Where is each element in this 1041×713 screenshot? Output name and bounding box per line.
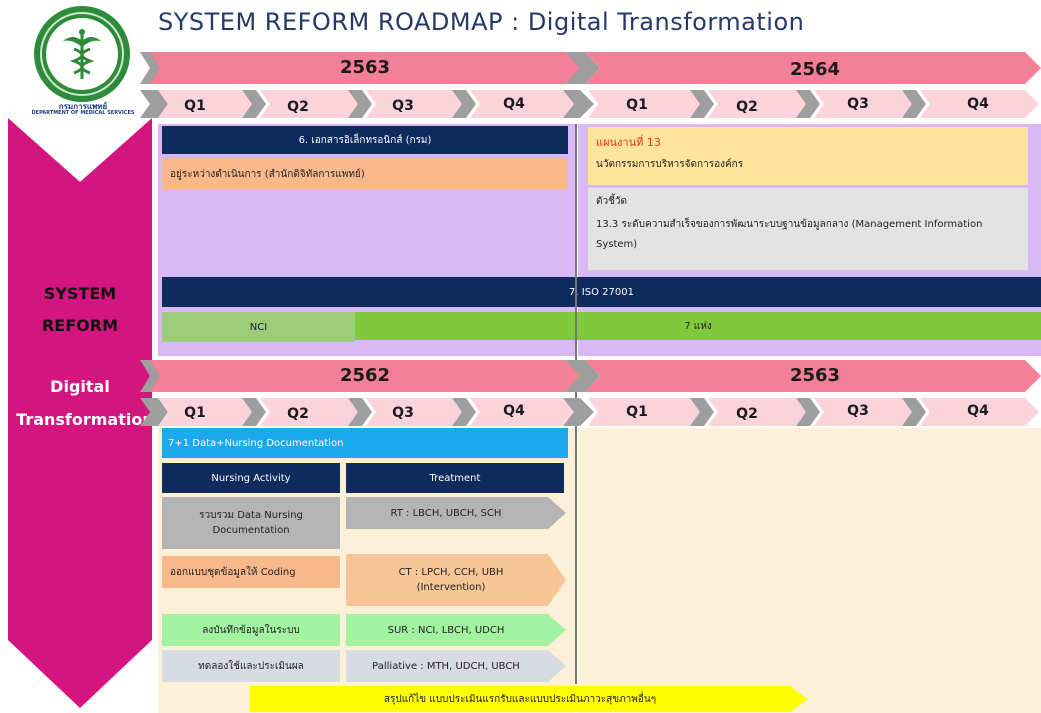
plan-title: แผนงานที่ 13 <box>596 136 661 149</box>
bottom-q2-b: Q2 <box>736 406 758 422</box>
page-title: SYSTEM REFORM ROADMAP : Digital Transfor… <box>158 8 805 36</box>
side-label-reform: REFORM <box>41 316 119 335</box>
nursing-item-trial: ทดลองใช้และประเมินผล <box>162 650 340 682</box>
plan-name: นวัตกรรมการบริหารจัดการองค์กร <box>596 159 744 170</box>
nursing-item-design: ออกแบบชุดข้อมูลให้ Coding <box>162 556 340 588</box>
top-q1-a: Q1 <box>184 98 206 114</box>
summary-arrow: สรุปแก้ไข แบบประเมินแรกรับและแบบประเมินภ… <box>383 693 657 705</box>
caduceus-icon <box>46 18 118 90</box>
data-nursing-bar: 7+1 Data+Nursing Documentation <box>162 428 568 458</box>
treatment-header: Treatment <box>346 463 564 493</box>
top-q3-b: Q3 <box>847 96 869 112</box>
bottom-q1-a: Q1 <box>184 405 206 421</box>
indicator-text: 13.3 ระดับความสำเร็จของการพัฒนาระบบฐานข้… <box>596 219 983 250</box>
org-name-english: DEPARTMENT OF MEDICAL SERVICES <box>31 110 135 116</box>
nursing-item-collect: รวบรวม Data Nursing Documentation <box>162 497 340 549</box>
side-label-transformation: Transformation. <box>16 410 160 429</box>
nursing-activity-header: Nursing Activity <box>162 463 340 493</box>
top-q1-b: Q1 <box>626 97 648 113</box>
top-q3-a: Q3 <box>392 98 414 114</box>
treatment-item-sur: SUR : NCI, LBCH, UDCH <box>387 624 505 636</box>
treatment-item-palliative: Palliative : MTH, UDCH, UBCH <box>372 660 520 672</box>
seven-sites-bar: 7 แห่ง <box>355 312 1041 340</box>
bottom-q3-a: Q3 <box>392 405 414 421</box>
bottom-year-2562: 2562 <box>339 365 391 386</box>
top-year-2563: 2563 <box>339 57 391 78</box>
top-q2-b: Q2 <box>736 99 758 115</box>
nursing-item-record: ลงบันทึกข้อมูลในระบบ <box>162 614 340 646</box>
treatment-item-ct: CT : LPCH, CCH, UBH (Intervention) <box>398 567 504 593</box>
org-name-thai: กรมการแพทย์ <box>58 102 108 111</box>
top-q4-b: Q4 <box>967 96 989 112</box>
bottom-q2-a: Q2 <box>287 406 309 422</box>
indicator-box: ตัวชี้วัด 13.3 ระดับความสำเร็จของการพัฒน… <box>588 188 1028 270</box>
side-label-digital: Digital <box>50 377 110 396</box>
in-progress-box: อยู่ระหว่างดำเนินการ (สำนักดิจิทัลการแพท… <box>162 158 568 190</box>
top-q4-a: Q4 <box>503 96 525 112</box>
side-label-system: SYSTEM <box>43 284 117 303</box>
bottom-year-2563: 2563 <box>789 365 841 386</box>
bottom-q3-b: Q3 <box>847 403 869 419</box>
bottom-right-panel <box>578 428 1041 713</box>
top-year-2564: 2564 <box>789 59 841 80</box>
bottom-q4-b: Q4 <box>967 403 989 419</box>
edoc-bar: 6. เอกสารอิเล็กทรอนิกส์ (กรม) <box>162 126 568 154</box>
top-q2-a: Q2 <box>287 99 309 115</box>
logo-ring <box>40 12 124 96</box>
treatment-item-rt: RT : LBCH, UBCH, SCH <box>390 507 502 519</box>
bottom-q4-a: Q4 <box>503 403 525 419</box>
iso-bar: 7. ISO 27001 <box>162 277 1041 307</box>
indicator-label: ตัวชี้วัด <box>596 196 628 207</box>
bottom-q1-b: Q1 <box>626 404 648 420</box>
nci-bar: NCI <box>162 312 355 342</box>
plan-box: แผนงานที่ 13 นวัตกรรมการบริหารจัดการองค์… <box>588 127 1028 185</box>
